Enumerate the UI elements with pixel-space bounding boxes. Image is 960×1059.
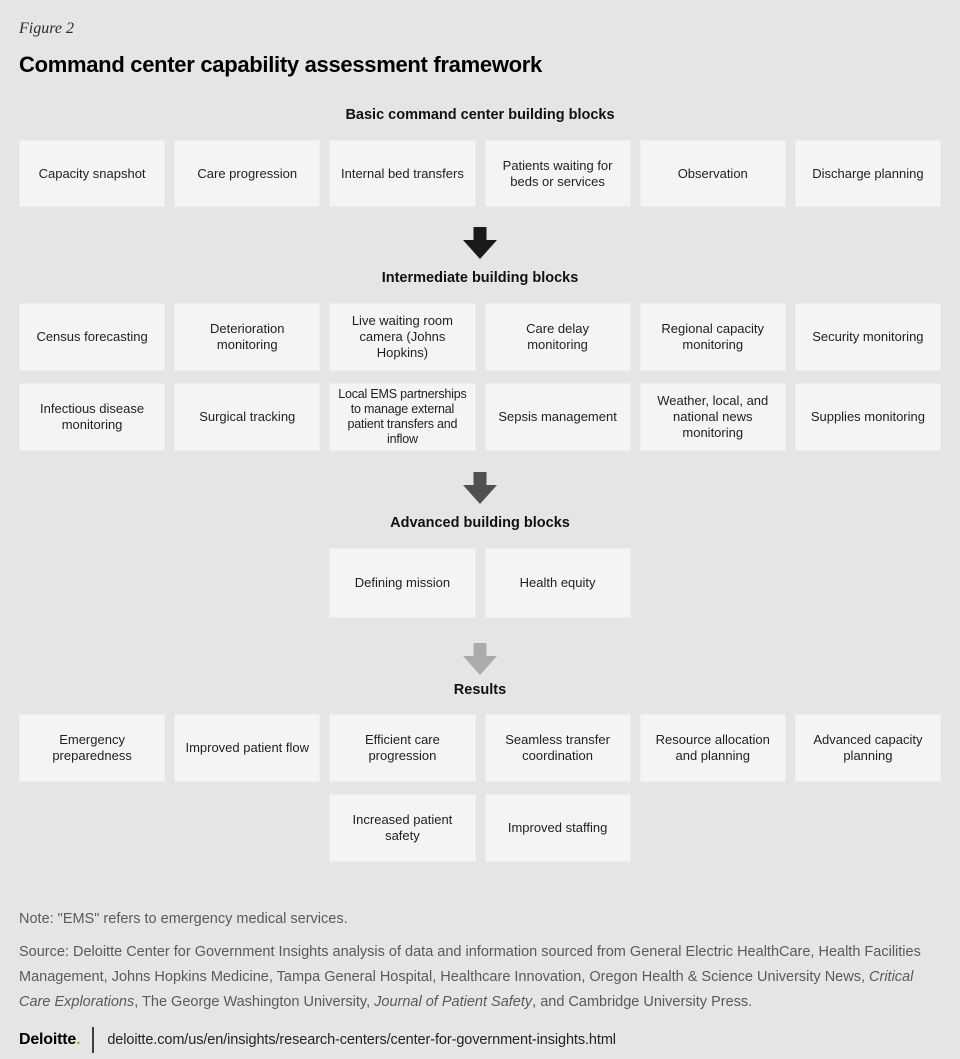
advanced-blocks-row: Defining mission Health equity (19, 548, 941, 618)
block-efficient-care-progression: Efficient care progression (329, 714, 476, 782)
down-arrow-icon (463, 227, 497, 259)
flow-arrow-3 (19, 643, 941, 675)
block-emergency-preparedness: Emergency preparedness (19, 714, 166, 782)
block-advanced-capacity-planning: Advanced capacity planning (794, 714, 941, 782)
section-header-results: Results (453, 682, 507, 698)
basic-blocks-row: Capacity snapshot Care progression Inter… (19, 140, 941, 207)
block-infectious-disease-monitoring: Infectious disease monitoring (19, 383, 166, 451)
intermediate-blocks-grid: Census forecasting Deterioration monitor… (19, 303, 941, 451)
down-arrow-icon (463, 643, 497, 675)
flow-arrow-1 (19, 227, 941, 259)
block-live-waiting-room-camera: Live waiting room camera (Johns Hopkins) (329, 303, 476, 371)
block-improved-patient-flow: Improved patient flow (174, 714, 321, 782)
block-internal-bed-transfers: Internal bed transfers (329, 140, 476, 207)
flow-arrow-2 (19, 472, 941, 504)
page-title: Command center capability assessment fra… (19, 52, 542, 77)
block-seamless-transfer-coordination: Seamless transfer coordination (484, 714, 631, 782)
brand-green-dot: . (76, 1031, 81, 1048)
block-health-equity: Health equity (484, 548, 631, 618)
footer: Deloitte. deloitte.com/us/en/insights/re… (19, 1027, 941, 1053)
block-care-progression: Care progression (174, 140, 321, 207)
footer-url: deloitte.com/us/en/insights/research-cen… (107, 1032, 616, 1048)
source-segment: , The George Washington University, (134, 994, 375, 1010)
source-segment-italic: Critical Care Explorations (19, 969, 914, 1010)
block-capacity-snapshot: Capacity snapshot (19, 140, 166, 207)
block-improved-staffing: Improved staffing (484, 794, 631, 862)
section-header-advanced: Advanced building blocks (390, 515, 570, 531)
block-observation: Observation (639, 140, 786, 207)
block-surgical-tracking: Surgical tracking (174, 383, 321, 451)
block-regional-capacity-monitoring: Regional capacity monitoring (639, 303, 786, 371)
source-segment: , and Cambridge University Press. (532, 994, 753, 1010)
footer-divider (92, 1027, 95, 1053)
down-arrow-icon (463, 472, 497, 504)
brand-text: Deloitte (19, 1031, 77, 1048)
block-patients-waiting: Patients waiting for beds or services (484, 140, 631, 207)
deloitte-logo: Deloitte. (19, 1031, 81, 1049)
section-header-intermediate: Intermediate building blocks (381, 270, 579, 286)
source-segment: Source: Deloitte Center for Government I… (19, 944, 921, 985)
source-text: Source: Deloitte Center for Government I… (19, 940, 941, 1015)
block-census-forecasting: Census forecasting (19, 303, 166, 371)
block-care-delay-monitoring: Care delay monitoring (484, 303, 631, 371)
block-sepsis-management: Sepsis management (484, 383, 631, 451)
block-local-ems-partnerships: Local EMS partnerships to manage externa… (329, 383, 476, 451)
block-discharge-planning: Discharge planning (794, 140, 941, 207)
block-deterioration-monitoring: Deterioration monitoring (174, 303, 321, 371)
source-segment-italic: Journal of Patient Safety (374, 994, 533, 1010)
block-weather-news-monitoring: Weather, local, and national news monito… (639, 383, 786, 451)
figure-label: Figure 2 (19, 20, 74, 37)
block-defining-mission: Defining mission (329, 548, 476, 618)
note-text: Note: "EMS" refers to emergency medical … (19, 911, 348, 927)
results-blocks-grid: Emergency preparedness Improved patient … (19, 714, 941, 862)
block-security-monitoring: Security monitoring (794, 303, 941, 371)
section-header-basic: Basic command center building blocks (345, 107, 615, 123)
block-resource-allocation-planning: Resource allocation and planning (639, 714, 786, 782)
block-supplies-monitoring: Supplies monitoring (794, 383, 941, 451)
block-increased-patient-safety: Increased patient safety (329, 794, 476, 862)
